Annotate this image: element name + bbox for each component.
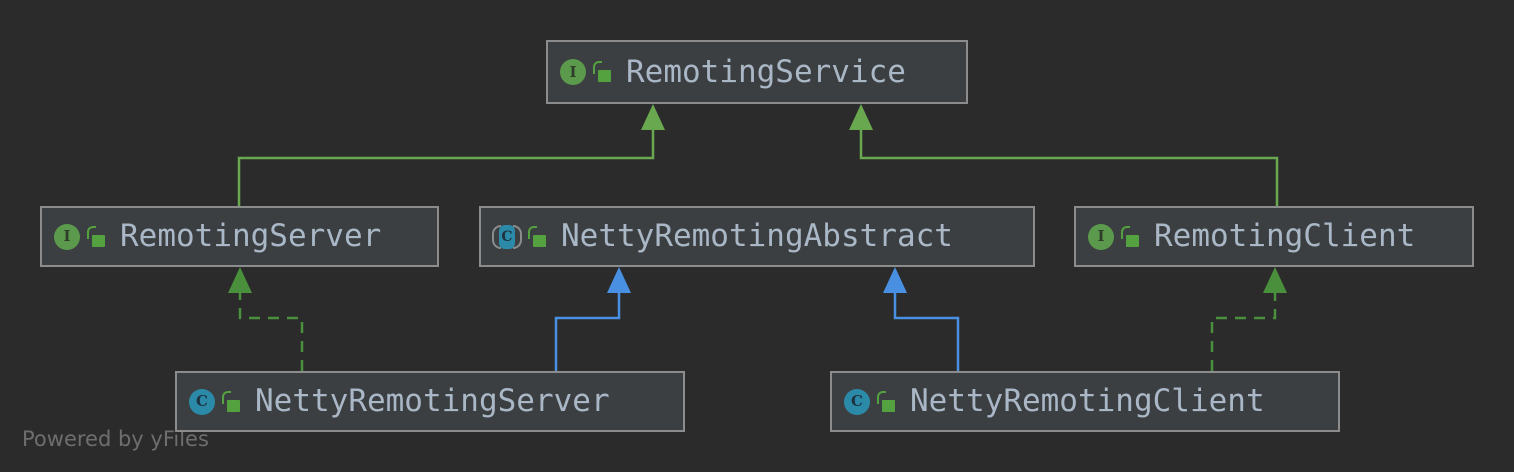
uml-node-label: NettyRemotingAbstract	[561, 218, 953, 254]
generalization-arrowhead	[849, 104, 873, 130]
open-padlock-icon	[86, 225, 106, 248]
uml-node-remoting-service[interactable]: I RemotingService	[546, 40, 968, 104]
abstract-class-icon: C	[492, 224, 522, 250]
uml-node-label: NettyRemotingClient	[910, 383, 1265, 419]
uml-node-label: NettyRemotingServer	[255, 383, 610, 419]
uml-node-label: RemotingServer	[120, 218, 382, 254]
uml-node-netty-remoting-abstract[interactable]: C NettyRemotingAbstract	[479, 206, 1035, 267]
edge-netty-remoting-server-extends-netty-remoting-abstract[interactable]	[554, 267, 631, 371]
open-padlock-icon	[221, 390, 241, 413]
node-icon-group: I	[560, 59, 612, 85]
extends-arrowhead	[883, 267, 907, 293]
open-padlock-icon	[1120, 225, 1140, 248]
interface-icon: I	[54, 223, 80, 250]
uml-node-netty-remoting-client[interactable]: C NettyRemotingClient	[830, 371, 1340, 432]
open-padlock-icon	[876, 390, 896, 413]
interface-icon: I	[1088, 223, 1114, 250]
uml-node-netty-remoting-server[interactable]: C NettyRemotingServer	[175, 371, 685, 432]
interface-icon: I	[560, 59, 586, 85]
edge-netty-remoting-client-extends-netty-remoting-abstract[interactable]	[883, 267, 960, 371]
node-icon-group: C	[844, 388, 896, 415]
edge-netty-remoting-server-implements-remoting-server[interactable]	[228, 267, 304, 371]
abstract-class-glyph: C	[499, 224, 515, 249]
uml-node-label: RemotingService	[626, 53, 906, 90]
open-padlock-icon	[592, 61, 612, 83]
edge-netty-remoting-client-implements-remoting-client[interactable]	[1210, 267, 1287, 371]
edge-remoting-client-extends-remoting-service[interactable]	[849, 104, 1279, 206]
edge-remoting-server-extends-remoting-service[interactable]	[237, 104, 665, 206]
uml-node-remoting-server[interactable]: I RemotingServer	[40, 206, 439, 267]
extends-arrowhead	[607, 267, 631, 293]
node-icon-group: C	[189, 388, 241, 415]
open-padlock-icon	[527, 225, 547, 248]
node-icon-group: I	[54, 223, 106, 250]
generalization-arrowhead	[641, 104, 665, 130]
uml-node-remoting-client[interactable]: I RemotingClient	[1074, 206, 1474, 267]
node-icon-group: I	[1088, 223, 1140, 250]
realization-arrowhead	[1263, 267, 1287, 293]
realization-arrowhead	[228, 267, 252, 293]
node-icon-group: C	[492, 224, 547, 250]
class-icon: C	[189, 388, 215, 415]
class-icon: C	[844, 388, 870, 415]
uml-node-label: RemotingClient	[1154, 218, 1416, 254]
